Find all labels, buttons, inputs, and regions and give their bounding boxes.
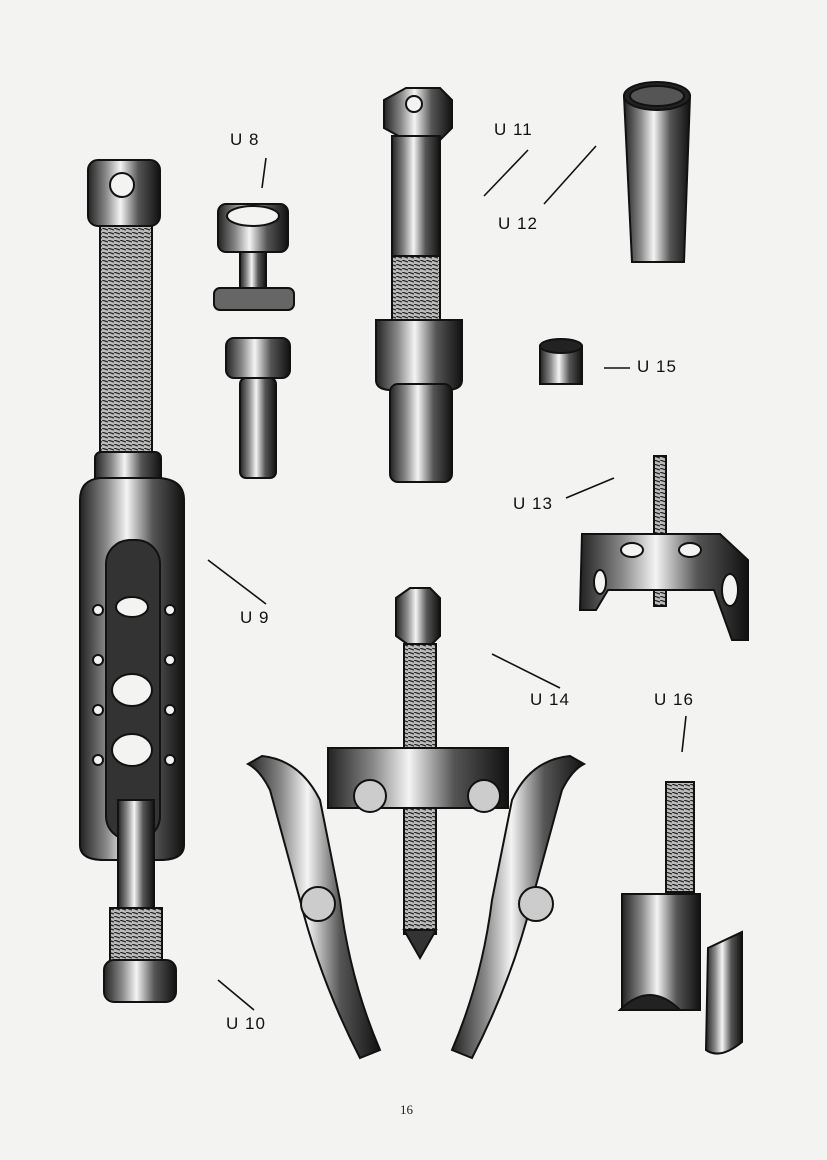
tool-u15 — [539, 338, 583, 385]
label-u13: U 13 — [513, 494, 553, 513]
label-u16: U 16 — [654, 690, 694, 709]
tool-u12 — [622, 81, 692, 263]
tool-u8 — [213, 203, 295, 479]
leader-lines — [207, 145, 687, 1011]
tool-u16 — [617, 781, 743, 1055]
page-number: 16 — [400, 1102, 413, 1117]
label-u14: U 14 — [530, 690, 570, 709]
label-u8: U 8 — [230, 130, 260, 149]
tool-u9-u10 — [79, 159, 185, 1003]
tool-u11 — [375, 87, 463, 483]
label-u15: U 15 — [637, 357, 677, 376]
label-u9: U 9 — [240, 608, 270, 627]
label-u12: U 12 — [498, 214, 538, 233]
label-u11: U 11 — [494, 120, 533, 139]
label-u10: U 10 — [226, 1014, 266, 1033]
tool-u13 — [578, 455, 749, 641]
tool-u14 — [245, 587, 587, 1060]
